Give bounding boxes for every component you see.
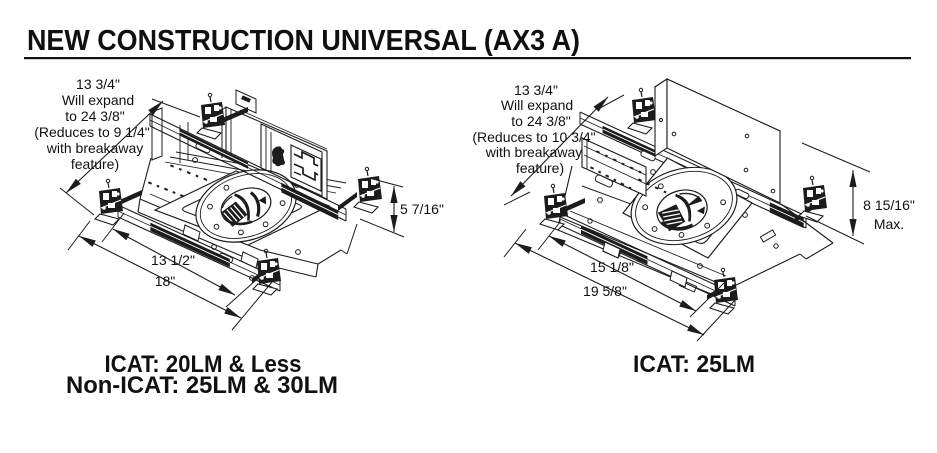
svg-text:Non-ICAT: 25LM & 30LM: Non-ICAT: 25LM & 30LM: [66, 372, 338, 399]
svg-text:Will expand: Will expand: [501, 97, 573, 113]
svg-text:with breakaway: with breakaway: [485, 144, 583, 160]
svg-text:(Reduces to 9 1/4": (Reduces to 9 1/4": [34, 124, 150, 140]
svg-text:feature): feature): [71, 156, 119, 172]
svg-text:feature): feature): [516, 160, 564, 176]
svg-text:5 7/16": 5 7/16": [400, 201, 444, 217]
svg-text:Max.: Max.: [874, 216, 904, 232]
svg-text:to 24 3/8": to 24 3/8": [65, 108, 124, 124]
svg-text:(Reduces to 10 3/4": (Reduces to 10 3/4": [472, 129, 595, 145]
svg-text:18": 18": [155, 273, 176, 289]
svg-text:ICAT: 25LM: ICAT: 25LM: [633, 351, 755, 378]
svg-text:13 1/2": 13 1/2": [151, 252, 195, 268]
svg-text:13 3/4": 13 3/4": [514, 82, 558, 98]
svg-text:19 5/8": 19 5/8": [583, 283, 627, 299]
svg-text:NEW CONSTRUCTION UNIVERSAL (AX: NEW CONSTRUCTION UNIVERSAL (AX3 A): [27, 25, 580, 57]
svg-text:ICAT: 20LM & Less: ICAT: 20LM & Less: [105, 351, 302, 378]
svg-text:Will expand: Will expand: [62, 92, 134, 108]
svg-text:15 1/8": 15 1/8": [590, 259, 634, 275]
svg-text:with breakaway: with breakaway: [46, 140, 144, 156]
svg-text:8 15/16": 8 15/16": [863, 197, 915, 213]
svg-text:to 24 3/8": to 24 3/8": [511, 113, 570, 129]
svg-text:13 3/4": 13 3/4": [76, 76, 120, 92]
